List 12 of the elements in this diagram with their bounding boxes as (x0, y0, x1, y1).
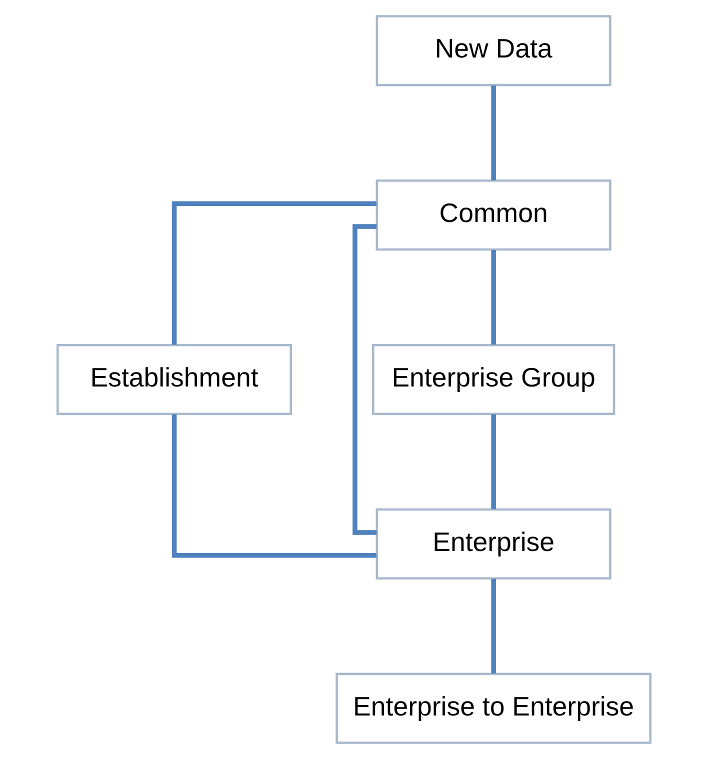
node-box: Establishment (56, 344, 292, 416)
node-box: Enterprise (375, 508, 611, 580)
connector (171, 414, 376, 558)
node-box: Enterprise Group (371, 344, 615, 416)
node-box: Common (375, 180, 611, 251)
node-box: Enterprise to Enterprise (335, 672, 651, 744)
connector (490, 250, 496, 345)
connector (490, 414, 496, 510)
connector (171, 201, 376, 345)
connector (490, 86, 496, 180)
node-box: New Data (375, 15, 611, 86)
connector (490, 578, 496, 674)
